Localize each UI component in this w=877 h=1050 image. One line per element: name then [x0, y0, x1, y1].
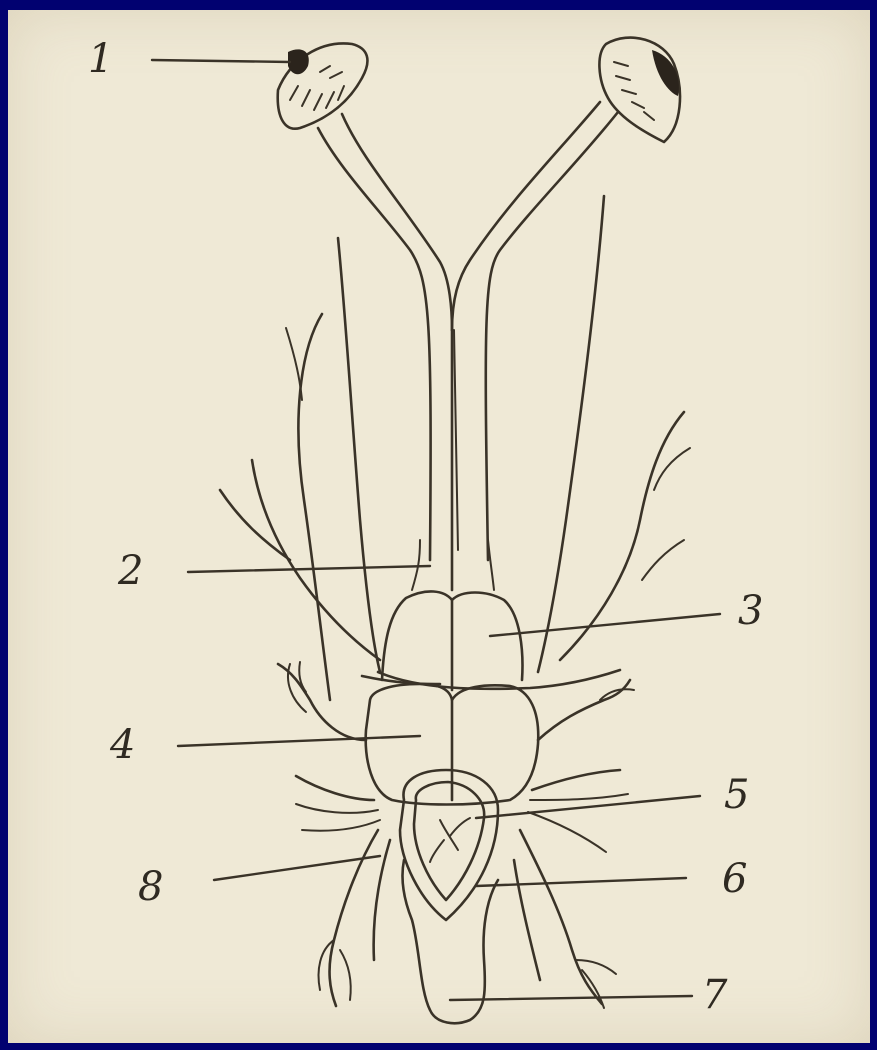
label-5: 5 [724, 772, 749, 818]
label-6: 6 [722, 856, 747, 902]
hindbrain [400, 770, 498, 1023]
left-olfactory-organ [278, 43, 368, 128]
midbrain [366, 684, 539, 805]
leader-lines [152, 60, 720, 1000]
label-4: 4 [109, 722, 135, 768]
label-3: 3 [738, 588, 763, 634]
right-olfactory-organ [599, 38, 680, 142]
label-1: 1 [88, 36, 113, 82]
leader-6 [476, 878, 686, 886]
olfactory-tracts [318, 102, 618, 590]
leader-3 [490, 614, 720, 636]
label-7: 7 [702, 972, 728, 1018]
leader-4 [178, 736, 420, 746]
label-8: 8 [138, 864, 163, 910]
cranial-nerves [278, 662, 634, 1008]
leader-7 [450, 996, 692, 1000]
label-2: 2 [117, 548, 143, 594]
leader-1 [152, 60, 290, 62]
leader-2 [188, 566, 430, 572]
